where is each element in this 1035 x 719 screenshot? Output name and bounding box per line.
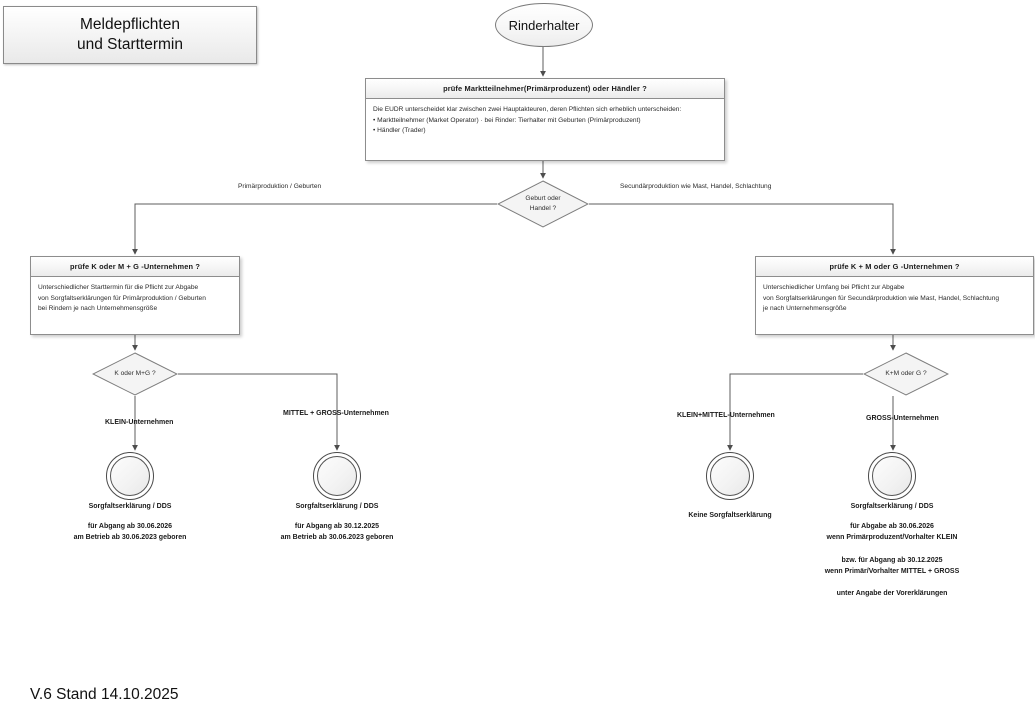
result-gross-title: Sorgfaltserklärung / DDS: [850, 503, 934, 510]
links-body-line-3: bei Rindern je nach Unternehmensgröße: [38, 305, 158, 313]
diamond-shape: [92, 352, 178, 396]
result-gross-spacer-2: [825, 577, 960, 588]
edge-label-primaerproduktion: Primärproduktion / Geburten: [238, 183, 322, 190]
process-box-marktteilnehmer-header: prüfe Marktteilnehmer(Primärproduzent) o…: [366, 79, 724, 99]
title-line-1: Meldepflichten: [80, 16, 180, 34]
footer-version: V.6 Stand 14.10.2025: [30, 686, 179, 703]
result-gross-g3-line-1: unter Angabe der Vorerklärungen: [836, 590, 948, 598]
branch-label-gross: GROSS-Unternehmen: [866, 415, 939, 422]
result-gross-g2-line-1: bzw. für Abgang ab 30.12.2025: [841, 556, 943, 564]
result-caption-mittel-gross: Sorgfaltserklärung / DDS für Abgang ab 3…: [281, 503, 394, 544]
marktteilnehmer-body-line-2: • Marktteilnehmer (Market Operator) · be…: [373, 116, 641, 124]
title-line-2: und Starttermin: [77, 36, 183, 53]
decision-links-label: K oder M+G ?: [114, 370, 156, 378]
result-gross-g2-line-2: wenn Primär/Vorhalter MITTEL + GROSS: [824, 567, 960, 575]
process-box-rechts[interactable]: prüfe K + M oder G -Unternehmen ? Unters…: [755, 256, 1034, 335]
decision-geburt-label: Geburt oder Handel ?: [525, 195, 561, 212]
wire-geburt-left-to-links: [132, 203, 497, 255]
wire-geburt-right-to-rechts: [589, 203, 896, 255]
end-node-inner-ring: [317, 456, 357, 496]
process-box-links-body: Unterschiedlicher Starttermin für die Pf…: [31, 277, 239, 334]
result-gross-g1-line-1: für Abgabe ab 30.06.2026: [850, 523, 934, 530]
decision-rechts-label: K+M oder G ?: [885, 370, 927, 378]
start-node-rinderhalter[interactable]: Rinderhalter: [495, 3, 593, 47]
process-box-rechts-header: prüfe K + M oder G -Unternehmen ?: [756, 257, 1033, 277]
result-caption-gross: Sorgfaltserklärung / DDS für Abgabe ab 3…: [825, 503, 960, 600]
result-caption-keine: Keine Sorgfaltserklärung: [688, 512, 771, 530]
title-panel: Meldepflichten und Starttermin: [3, 6, 257, 64]
diamond-shape: [497, 180, 589, 228]
marktteilnehmer-body-line-3: • Händler (Trader): [373, 127, 426, 135]
rechts-body-line-1: Unterschiedlicher Umfang bei Pflicht zur…: [763, 284, 905, 291]
links-body-line-1: Unterschiedlicher Starttermin für die Pf…: [38, 284, 199, 291]
decision-geburt-oder-handel[interactable]: Geburt oder Handel ?: [497, 180, 589, 228]
result-mittelgross-line-2: am Betrieb ab 30.06.2023 geboren: [280, 534, 394, 542]
branch-label-mittel-gross: MITTEL + GROSS-Unternehmen: [283, 410, 389, 417]
result-klein-line-2: am Betrieb ab 30.06.2023 geboren: [73, 534, 187, 542]
edge-label-secundaerproduktion: Secundärproduktion wie Mast, Handel, Sch…: [620, 183, 772, 190]
result-mittelgross-line-1: für Abgang ab 30.12.2025: [294, 523, 380, 530]
result-gross-spacer-1: [825, 544, 960, 555]
end-node-klein[interactable]: [106, 452, 154, 500]
end-node-inner-ring: [110, 456, 150, 496]
end-node-gross[interactable]: [868, 452, 916, 500]
result-klein-title: Sorgfaltserklärung / DDS: [88, 503, 172, 510]
process-box-links-header: prüfe K oder M + G -Unternehmen ?: [31, 257, 239, 277]
process-box-links[interactable]: prüfe K oder M + G -Unternehmen ? Unters…: [30, 256, 240, 335]
branch-label-klein: KLEIN-Unternehmen: [105, 419, 174, 426]
end-node-mittel-gross[interactable]: [313, 452, 361, 500]
result-keine-title: Keine Sorgfaltserklärung: [688, 512, 772, 519]
process-box-marktteilnehmer[interactable]: prüfe Marktteilnehmer(Primärproduzent) o…: [365, 78, 725, 161]
result-caption-klein: Sorgfaltserklärung / DDS für Abgang ab 3…: [74, 503, 187, 544]
decision-km-oder-g[interactable]: K+M oder G ?: [863, 352, 949, 396]
rechts-body-line-2: von Sorgfaltserklärungen für Secundärpro…: [763, 294, 1000, 302]
result-gross-g1-line-2: wenn Primärproduzent/Vorhalter KLEIN: [826, 534, 958, 542]
result-klein-line-1: für Abgang ab 30.06.2026: [87, 523, 173, 530]
marktteilnehmer-body-line-1: Die EUDR unterscheidet klar zwischen zwe…: [373, 106, 682, 113]
end-node-inner-ring: [872, 456, 912, 496]
start-node-label: Rinderhalter: [508, 17, 580, 33]
links-body-line-2: von Sorgfaltserklärungen für Primärprodu…: [38, 294, 206, 302]
branch-label-klein-mittel: KLEIN+MITTEL-Unternehmen: [677, 412, 775, 419]
process-box-marktteilnehmer-body: Die EUDR unterscheidet klar zwischen zwe…: [366, 99, 724, 160]
end-node-keine-sorgfaltserklaerung[interactable]: [706, 452, 754, 500]
end-node-inner-ring: [710, 456, 750, 496]
decision-k-oder-mg[interactable]: K oder M+G ?: [92, 352, 178, 396]
rechts-body-line-3: je nach Unternehmensgröße: [763, 305, 847, 313]
process-box-rechts-body: Unterschiedlicher Umfang bei Pflicht zur…: [756, 277, 1033, 334]
diamond-shape: [863, 352, 949, 396]
result-mittelgross-title: Sorgfaltserklärung / DDS: [295, 503, 379, 510]
